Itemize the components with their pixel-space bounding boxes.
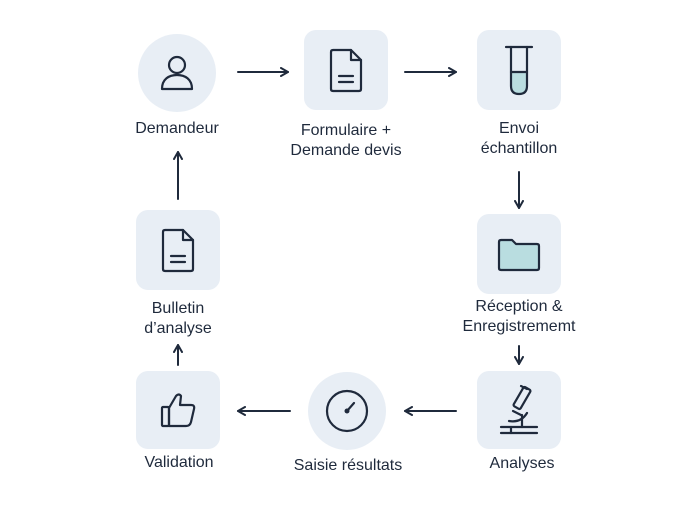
node-saisie-label: Saisie résultats: [294, 456, 403, 476]
node-bulletin-label: Bulletin d’analyse: [144, 299, 212, 339]
label-line: Enregistrememt: [462, 318, 576, 335]
node-demandeur-icon-box: [138, 34, 216, 112]
label-line: Validation: [144, 454, 214, 471]
document-icon: [161, 228, 195, 273]
label-line: Réception &: [475, 298, 563, 315]
label-line: échantillon: [480, 140, 558, 157]
folder-icon: [497, 238, 541, 272]
document-icon: [329, 48, 363, 93]
node-validation-icon-box: [136, 371, 220, 449]
label-line: Analyses: [489, 455, 555, 472]
node-envoi-icon-box: [477, 30, 561, 110]
node-analyses-label: Analyses: [490, 454, 555, 474]
label-line: d’analyse: [144, 320, 212, 337]
label-line: Envoi: [498, 120, 540, 137]
thumbs-up-icon: [160, 393, 196, 428]
node-envoi-label: Envoi échantillon: [481, 119, 558, 159]
label-line: Saisie résultats: [293, 457, 403, 474]
node-analyses-icon-box: [477, 371, 561, 449]
gauge-icon: [325, 389, 369, 433]
node-formulaire-label: Formulaire + Demande devis: [290, 121, 401, 161]
user-icon: [160, 55, 194, 91]
label-line: Demandeur: [135, 120, 219, 137]
node-saisie-icon-box: [308, 372, 386, 450]
label-line: Bulletin: [151, 300, 205, 317]
label-line: Demande devis: [290, 142, 402, 159]
node-bulletin-icon-box: [136, 210, 220, 290]
node-demandeur-label: Demandeur: [135, 119, 219, 139]
label-line: Formulaire +: [300, 122, 392, 139]
node-reception-label: Réception & Enregistrememt: [463, 297, 576, 337]
node-formulaire-icon-box: [304, 30, 388, 110]
node-validation-label: Validation: [144, 453, 213, 473]
microscope-icon: [499, 384, 539, 435]
node-reception-icon-box: [477, 214, 561, 294]
test-tube-icon: [504, 45, 534, 96]
